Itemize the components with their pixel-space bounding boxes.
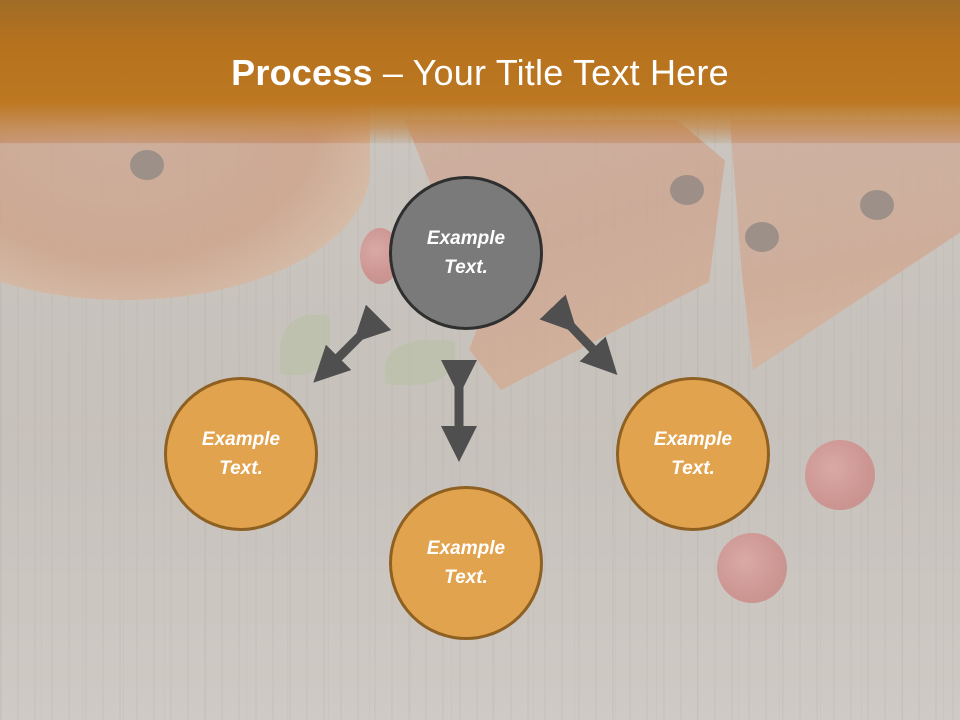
bottom-node: Example Text.: [389, 486, 543, 640]
olive-decoration: [745, 222, 779, 252]
tomato-decoration: [805, 440, 875, 510]
right-node: Example Text.: [616, 377, 770, 531]
bottom-node-line2: Text.: [444, 567, 488, 588]
olive-decoration: [670, 175, 704, 205]
title-rest-part: – Your Title Text Here: [372, 52, 729, 93]
center-node: Example Text.: [389, 176, 543, 330]
tomato-decoration: [717, 533, 787, 603]
right-node-line1: Example: [653, 429, 733, 450]
center-node-line2: Text.: [444, 257, 488, 278]
left-node-line2: Text.: [219, 458, 263, 479]
slide-title: Process – Your Title Text Here: [0, 52, 960, 94]
olive-decoration: [130, 150, 164, 180]
right-node-line2: Text.: [671, 458, 715, 479]
title-band: [0, 0, 960, 145]
left-node: Example Text.: [164, 377, 318, 531]
bottom-node-line1: Example: [426, 538, 506, 559]
left-node-line1: Example: [201, 429, 281, 450]
center-node-line1: Example: [426, 228, 506, 249]
olive-decoration: [860, 190, 894, 220]
title-bold-part: Process: [231, 52, 373, 93]
